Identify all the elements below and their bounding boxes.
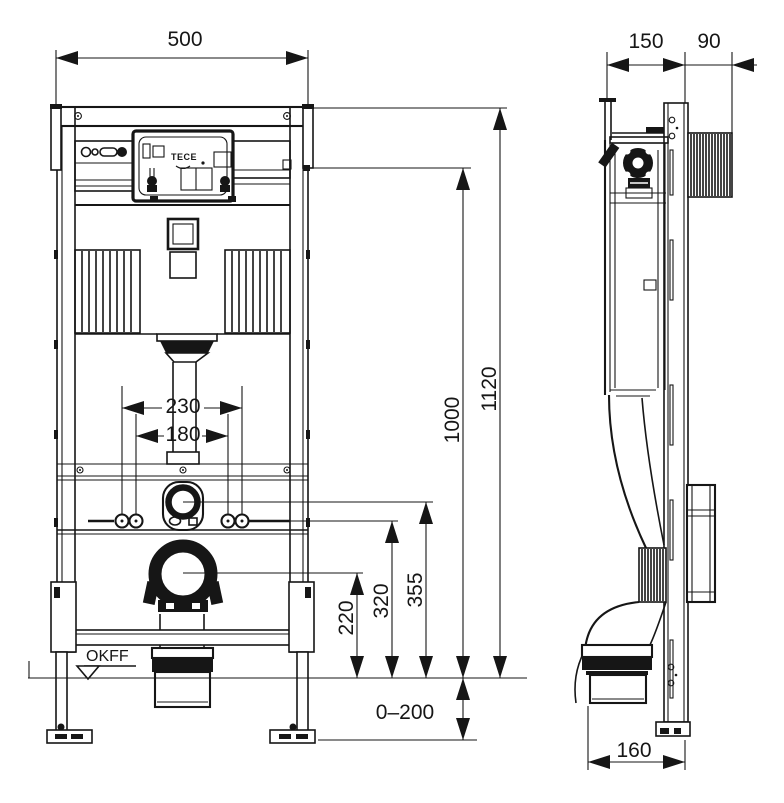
leg-right — [296, 651, 309, 733]
dim-actuation-height: 1000 — [441, 397, 464, 444]
dim-drain-offset: 160 — [616, 739, 651, 762]
dim-flushpipe-height: 355 — [404, 572, 427, 607]
wall-rail — [655, 102, 691, 737]
fixing-bolt — [234, 513, 250, 529]
ribbed-connector — [638, 547, 667, 603]
mounting-plate — [57, 463, 308, 481]
label-floor-level: OKFF — [86, 648, 129, 665]
brand-logo: TECE — [171, 152, 197, 162]
floor-marker: OKFF — [75, 648, 136, 681]
inlet-valve-icon — [598, 142, 620, 168]
base-frame — [46, 581, 316, 744]
flush-pipe-clamp — [166, 451, 200, 465]
dim-overall-width: 500 — [167, 28, 202, 51]
flush-bend-side — [607, 394, 647, 549]
wall-bracket-left — [50, 107, 62, 171]
leg-left — [55, 651, 68, 733]
drain-opening — [142, 501, 433, 648]
dim-depth-group: 150 90 — [606, 30, 757, 134]
dim-heights-group: 220 320 355 1000 1120 0–200 — [303, 107, 507, 740]
flush-plate-openings — [166, 217, 200, 279]
front-view: 500 — [28, 28, 527, 744]
side-view: 150 90 — [574, 30, 757, 770]
dim-bolt-spacing-outer: 230 — [165, 395, 200, 418]
dim-bolt-height: 320 — [370, 583, 393, 618]
dim-frame-depth: 150 — [628, 30, 663, 53]
inspection-box — [131, 129, 235, 203]
dim-bolt-spacing-inner: 180 — [165, 423, 200, 446]
wall-bracket-right — [302, 107, 314, 169]
flush-bend-top — [156, 333, 218, 342]
dim-bolt-spacing-group: 230 180 — [121, 386, 243, 514]
dim-drain-offset-group: 160 — [587, 706, 686, 770]
protection-box — [687, 132, 733, 198]
flush-unit-assembly: TECE — [74, 129, 292, 207]
flush-pipe-connector — [57, 480, 398, 535]
wc-connection-box — [685, 483, 717, 604]
cistern-side — [598, 136, 669, 397]
dim-foot-adjustment: 0–200 — [376, 701, 434, 724]
dim-frame-height: 1120 — [478, 366, 501, 411]
drain-elbow — [574, 600, 667, 705]
foot-plate-left — [46, 729, 93, 744]
floor-level-icon — [75, 665, 101, 681]
dim-box-depth: 90 — [697, 30, 720, 53]
fixing-bolt — [128, 513, 144, 529]
dim-drain-height: 220 — [335, 600, 358, 635]
cistern-front — [74, 249, 291, 465]
foot-plate-right — [269, 729, 316, 744]
dim-overall-width-group: 500 — [55, 28, 309, 107]
valve-knob-icon — [80, 146, 92, 158]
